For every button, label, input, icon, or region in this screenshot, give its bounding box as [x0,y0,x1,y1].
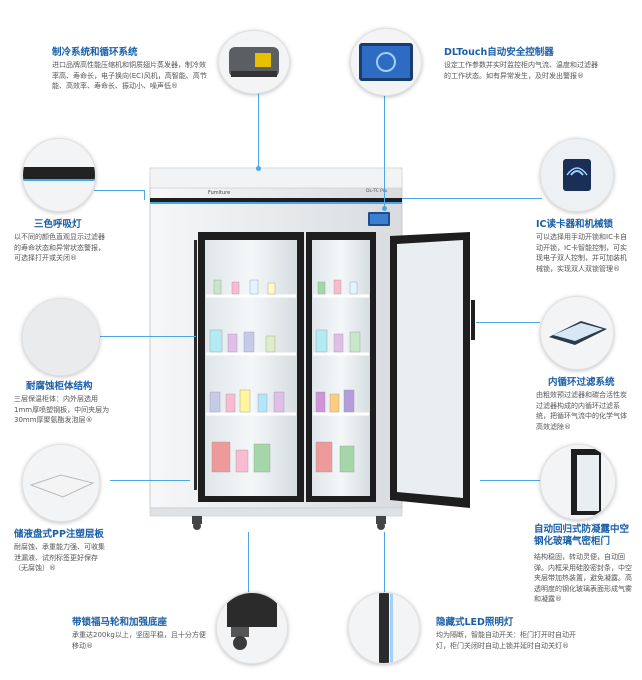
feature-title-door: 自动回归式防凝露中空钢化玻璃气密柜门 [534,524,630,547]
tray-shelf-icon [22,444,100,522]
feature-desc-shelf: 耐腐蚀、承重能力强、可收集泄漏液、试剂标签更好保存（无腐蚀）® [14,543,105,572]
feature-desc-light: 以不同的颜色直观显示过滤器的寿命状态和异常状态警报，可选择打开或关闭® [14,233,105,262]
feature-title-shelf: 储液盘式PP注塑层板 [14,529,104,540]
feature-desc-filter: 由粗效预过滤器和碳合活性炭过滤器构成的内循环过滤系统，把循环气流中的化学气体高效… [536,391,627,431]
open-glass-door [390,232,475,508]
brand-label: Fumiture [208,190,231,196]
feature-desc-controller: 设定工作参数并实时监控柜内气流、温度和过滤器的工作状态。如有异常发生，及时发出警… [444,61,598,80]
cabinet-structure-icon [22,298,100,376]
panel-label: DL-TC Pro [366,189,388,194]
feature-title-cooling: 制冷系统和循环系统 [52,47,138,58]
breathing-light-icon [22,138,96,212]
feature-desc-ic-reader: 可以选择用手动开锁和IC卡自动开锁，IC卡智能控制，可实现电子双人控制，并可加装… [536,233,627,273]
compressor-icon [218,30,290,94]
feature-desc-led: 均为隔断，智能自动开关：柜门打开时自动开灯，柜门关闭时自动上锁并延时自动关灯® [436,631,576,650]
controller-screen-icon [350,28,422,96]
feature-title-led: 隐藏式LED照明灯 [436,617,514,628]
feature-desc-door: 结构稳固，转动灵便，自动回弹。内框采用硅胶密封条，中空夹层带加热装置，避免凝露。… [534,553,632,603]
feature-title-light: 三色呼吸灯 [34,219,82,230]
filter-icon [540,296,614,370]
feature-desc-cooling: 进口品牌高性能压缩机和铜质翅片蒸发器，制冷效率高、寿命长，电子换向(EC)风机，… [52,61,207,90]
feature-title-cabinet: 耐腐蚀柜体结构 [26,381,93,392]
led-light-icon [348,592,420,664]
glass-door-icon [540,444,616,520]
ic-card-reader-icon [540,138,614,212]
feature-title-filter: 内循环过滤系统 [548,377,615,388]
feature-title-caster: 带锁福马轮和加强底座 [72,617,168,628]
feature-title-ic-reader: IC读卡器和机械锁 [536,219,614,230]
feature-desc-cabinet: 三层保温柜体：内外层选用1mm厚喷塑钢板，中间夹层为30mm厚聚氨酯发泡层® [14,395,110,424]
feature-desc-caster: 承重达200kg以上，坚固平稳，且十分方便移动® [72,631,206,650]
feature-title-controller: DLTouch自动安全控制器 [444,47,554,58]
caster-wheel-icon [216,592,288,664]
